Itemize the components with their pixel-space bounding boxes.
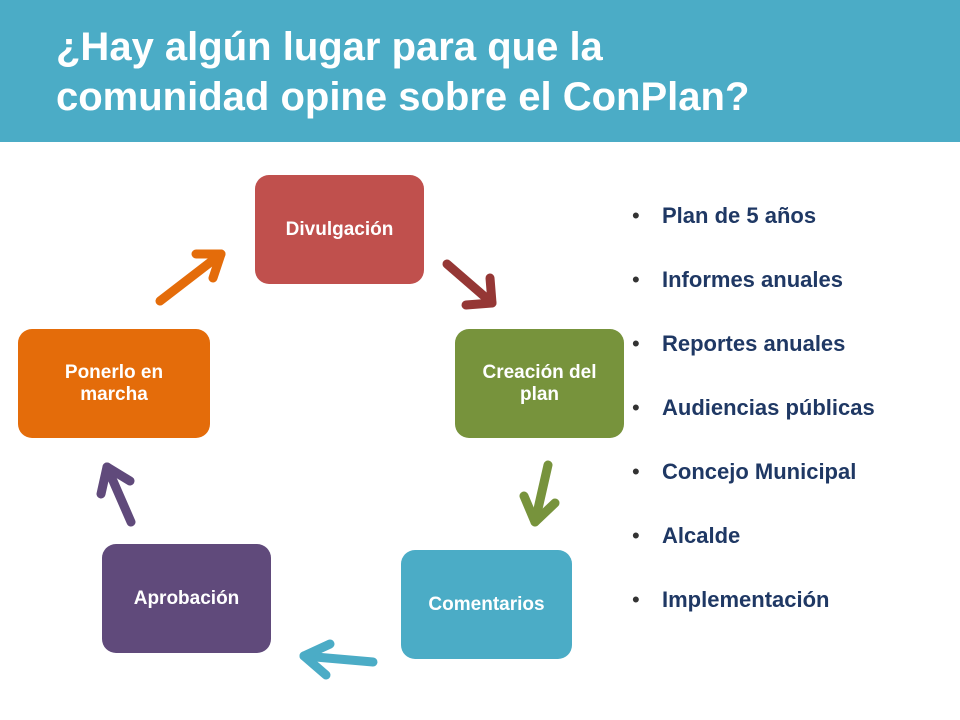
bullet-marker: • [632, 587, 640, 612]
bullet-text: Reportes anuales [662, 331, 846, 356]
cycle-node-divulgacion[interactable]: Divulgación [255, 175, 424, 284]
cycle-node-ponerlo-en-marcha[interactable]: Ponerlo en marcha [18, 329, 210, 438]
bullet-marker: • [632, 267, 640, 292]
arrow-ponerlo-to-divulgacion [155, 249, 226, 306]
cycle-node-creacion-del-plan[interactable]: Creación del plan [455, 329, 624, 438]
cycle-node-label: Aprobación [133, 587, 240, 609]
bullet-marker: • [632, 523, 640, 548]
bullet-marker: • [632, 459, 640, 484]
cycle-node-label: Comentarios [428, 593, 545, 615]
bullet-list: • Plan de 5 años • Informes anuales • Repor… [632, 188, 875, 636]
arrow-comentarios-to-aprobacion [299, 639, 378, 680]
slide-title: ¿Hay algún lugar para que la comunidad o… [56, 22, 936, 122]
bullet-text: Audiencias públicas [662, 395, 875, 420]
bullet-marker: • [632, 331, 640, 356]
arrow-creacion-to-comentarios [519, 460, 560, 527]
bullet-item: • Concejo Municipal [632, 444, 875, 508]
cycle-node-label: Ponerlo en marcha [64, 361, 164, 405]
arrow-divulgacion-to-creacion [442, 259, 497, 310]
slide-title-line-1: ¿Hay algún lugar para que la [56, 25, 603, 69]
bullet-text: Informes anuales [662, 267, 843, 292]
bullet-marker: • [632, 395, 640, 420]
bullet-item: • Informes anuales [632, 252, 875, 316]
slide-title-line-2: comunidad opine sobre el ConPlan? [56, 75, 750, 119]
bullet-marker: • [632, 203, 640, 228]
bullet-text: Alcalde [662, 523, 741, 548]
bullet-item: • Implementación [632, 572, 875, 636]
cycle-node-comentarios[interactable]: Comentarios [401, 550, 572, 659]
bullet-text: Concejo Municipal [662, 459, 857, 484]
bullet-item: • Alcalde [632, 508, 875, 572]
bullet-text: Implementación [662, 587, 830, 612]
bullet-item: • Plan de 5 años [632, 188, 875, 252]
cycle-node-label: Divulgación [285, 218, 394, 240]
bullet-text: Plan de 5 años [662, 203, 817, 228]
title-bar: ¿Hay algún lugar para que la comunidad o… [0, 0, 960, 142]
bullet-item: • Audiencias públicas [632, 380, 875, 444]
cycle-node-label: Creación del plan [482, 361, 597, 405]
cycle-node-aprobacion[interactable]: Aprobación [102, 544, 271, 653]
bullet-item: • Reportes anuales [632, 316, 875, 380]
arrow-aprobacion-to-ponerlo [96, 462, 136, 527]
